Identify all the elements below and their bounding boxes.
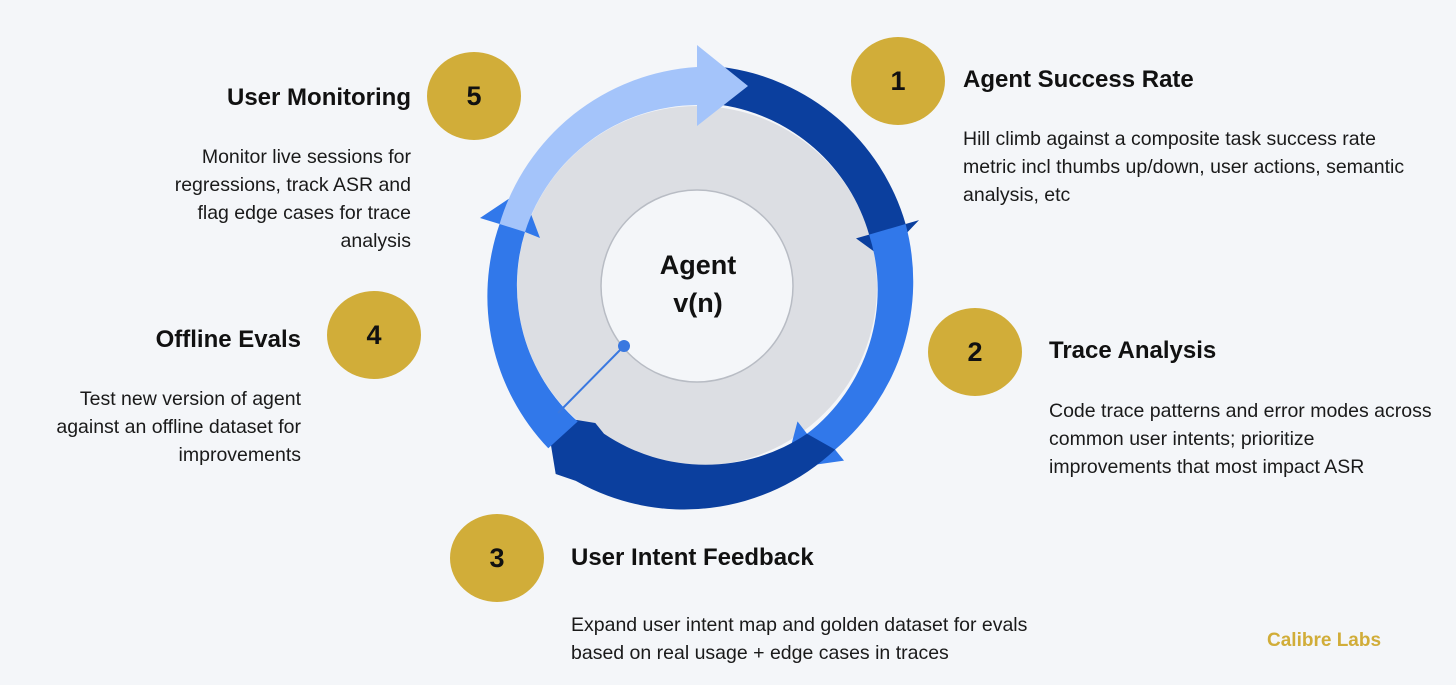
core-circle: [600, 189, 794, 383]
arrow-segment-3: [546, 415, 836, 510]
step-5-badge: 5: [427, 52, 521, 140]
step-2-title: Trace Analysis: [1049, 337, 1217, 364]
center-line-2: v(n): [673, 288, 723, 318]
center-line-1: Agent: [659, 250, 737, 280]
step-3-badge: 3: [450, 514, 544, 602]
step-3-title: User Intent Feedback: [571, 544, 814, 571]
step-4-badge: 4: [327, 291, 421, 379]
brand-logo-text: Calibre Labs: [1267, 630, 1382, 651]
arrow-segment-4: [480, 190, 578, 449]
arrow-segment-5: [499, 45, 748, 232]
arrow-segment-1: [722, 67, 919, 258]
center-label: Agent v(n): [600, 246, 796, 322]
step-5-title: User Monitoring: [227, 84, 411, 111]
step-4-description: Test new version of agent against an off…: [56, 388, 301, 466]
step-3-description: Expand user intent map and golden datase…: [571, 614, 1039, 664]
step-1-badge: 1: [851, 37, 945, 125]
pointer-line: [557, 345, 625, 414]
pointer-dot: [618, 340, 630, 352]
step-1-title: Agent Success Rate: [963, 66, 1194, 93]
step-1-description: Hill climb against a composite task succ…: [963, 128, 1405, 206]
arrow-segment-2: [785, 224, 914, 469]
step-4-title: Offline Evals: [155, 326, 301, 353]
step-5-description: Monitor live sessions for regressions, t…: [174, 146, 411, 252]
step-2-badge: 2: [928, 308, 1022, 396]
step-2-description: Code trace patterns and error modes acro…: [1049, 400, 1432, 478]
